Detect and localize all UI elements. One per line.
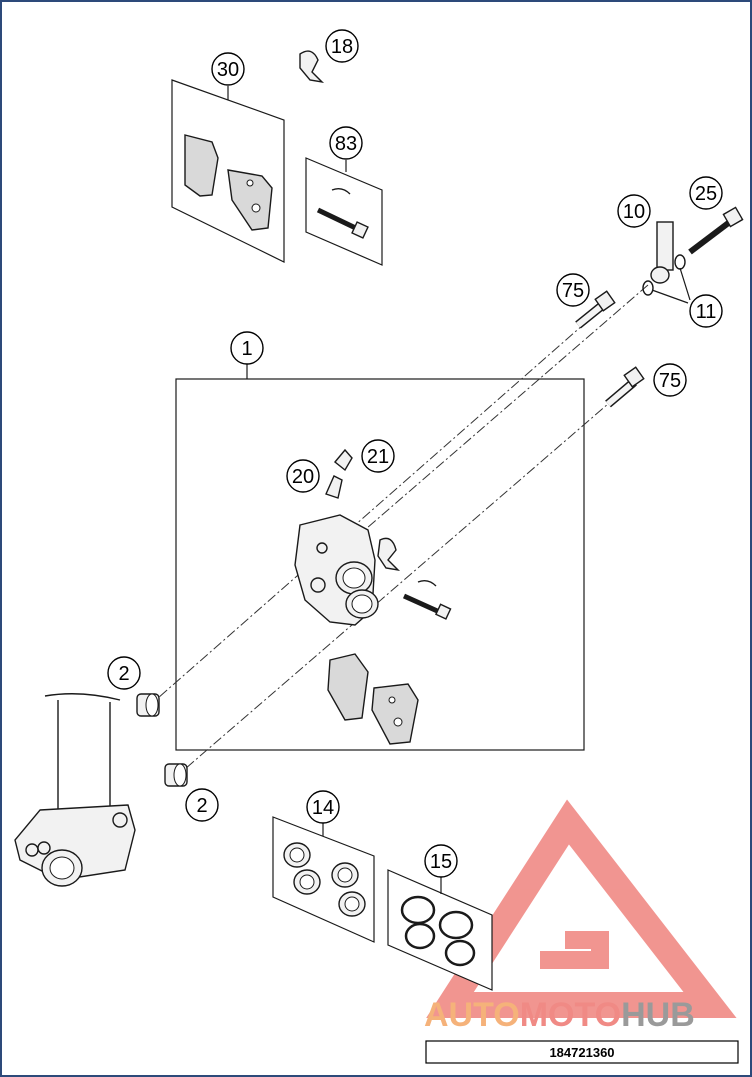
bushing-lower bbox=[164, 763, 188, 787]
svg-text:25: 25 bbox=[695, 183, 717, 205]
clip-part bbox=[299, 50, 325, 84]
callout-18: 18 bbox=[325, 29, 359, 63]
callout-75-upper: 75 bbox=[556, 273, 590, 307]
callout-14: 14 bbox=[306, 790, 340, 824]
svg-text:83: 83 bbox=[335, 133, 357, 155]
bushing-upper bbox=[136, 693, 160, 717]
svg-text:11: 11 bbox=[696, 301, 717, 323]
callout-15: 15 bbox=[424, 844, 458, 878]
mounting-bolt-upper bbox=[575, 290, 616, 329]
callout-75-lower: 75 bbox=[653, 363, 687, 397]
seal-rings bbox=[400, 895, 476, 967]
svg-text:21: 21 bbox=[367, 446, 389, 468]
bleed-screw-part bbox=[325, 475, 343, 499]
svg-text:2: 2 bbox=[118, 663, 129, 685]
svg-text:10: 10 bbox=[623, 201, 645, 223]
watermark-text: AUTOMOTOHUB bbox=[424, 996, 695, 1034]
callout-10: 10 bbox=[617, 194, 651, 228]
bleed-banjo-part bbox=[656, 221, 674, 271]
caliper-pad-left bbox=[327, 653, 369, 721]
callout-30: 30 bbox=[211, 52, 245, 86]
fork-leg-part bbox=[14, 693, 136, 887]
brake-pad-right bbox=[227, 169, 273, 231]
svg-text:1: 1 bbox=[241, 338, 252, 360]
piston-set bbox=[283, 842, 366, 917]
callout-2-lower: 2 bbox=[185, 788, 219, 822]
svg-text:20: 20 bbox=[292, 466, 314, 488]
svg-text:2: 2 bbox=[196, 795, 207, 817]
svg-text:14: 14 bbox=[312, 797, 334, 819]
brake-caliper-body bbox=[294, 514, 379, 626]
callout-83: 83 bbox=[329, 126, 363, 160]
drawing-number-box bbox=[425, 1040, 739, 1064]
callout-1: 1 bbox=[230, 331, 264, 365]
callout-2-upper: 2 bbox=[107, 656, 141, 690]
bleed-cap-part bbox=[334, 448, 353, 472]
svg-text:75: 75 bbox=[659, 370, 681, 392]
watermark-logo-icon bbox=[426, 799, 737, 1018]
caliper-pad-right bbox=[371, 683, 419, 745]
drawing-number: 184721360 bbox=[549, 1045, 614, 1060]
mounting-bolt-lower bbox=[605, 366, 645, 408]
callout-21: 21 bbox=[361, 439, 395, 473]
callout-11: 11 bbox=[689, 294, 723, 328]
callout-25: 25 bbox=[689, 176, 723, 210]
brake-pad-left bbox=[184, 134, 219, 197]
callout-20: 20 bbox=[286, 459, 320, 493]
svg-text:15: 15 bbox=[430, 851, 452, 873]
svg-text:18: 18 bbox=[331, 36, 353, 58]
svg-text:75: 75 bbox=[562, 280, 584, 302]
svg-text:30: 30 bbox=[217, 59, 239, 81]
